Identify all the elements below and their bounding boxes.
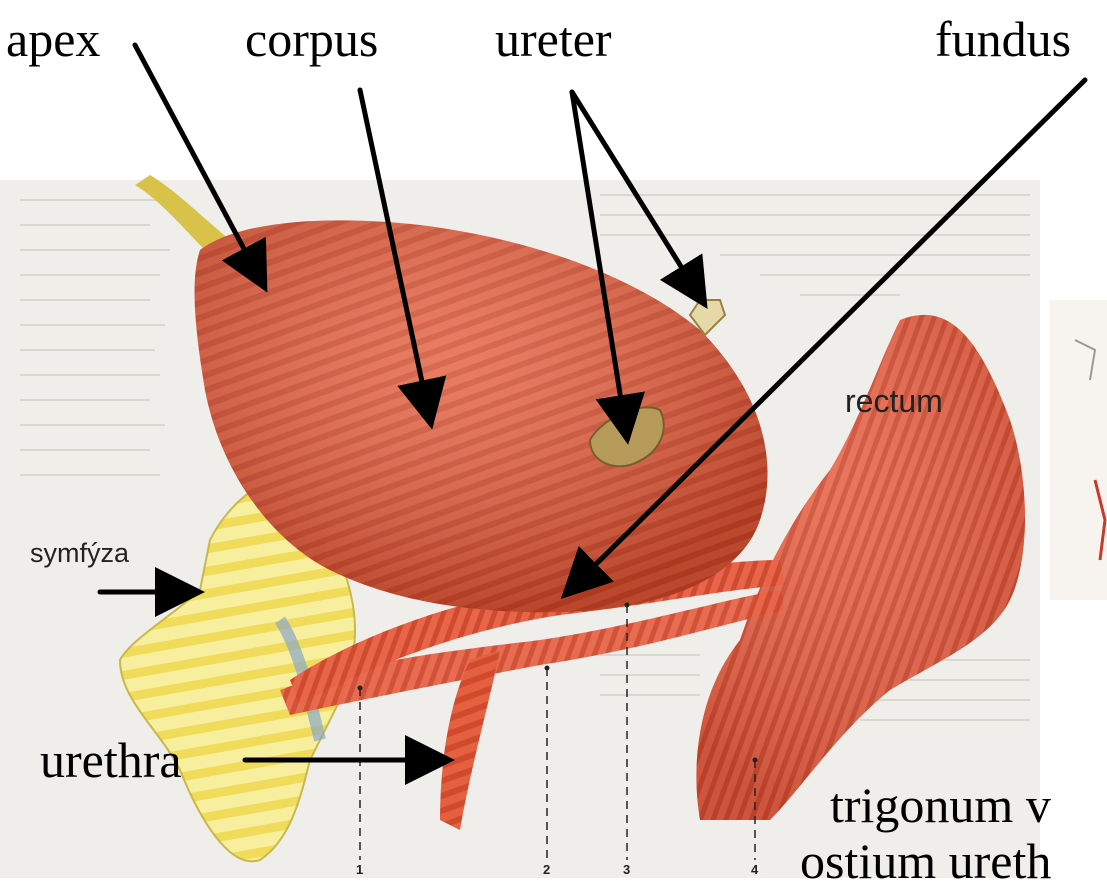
label-symfyza: symfýza [30,540,129,567]
label-corpus: corpus [245,14,378,64]
right-panel [1050,300,1107,600]
marker-3: 3 [623,862,630,877]
label-ostium: ostium ureth [800,836,1051,886]
marker-2: 2 [543,862,550,877]
marker-4: 4 [751,862,758,877]
label-trigonum: trigonum v [830,780,1051,830]
label-fundus: fundus [935,14,1071,64]
marker-1: 1 [356,862,363,877]
label-urethra: urethra [40,735,182,785]
label-rectum: rectum [845,385,943,417]
label-ureter: ureter [495,14,612,64]
label-apex: apex [6,14,100,64]
